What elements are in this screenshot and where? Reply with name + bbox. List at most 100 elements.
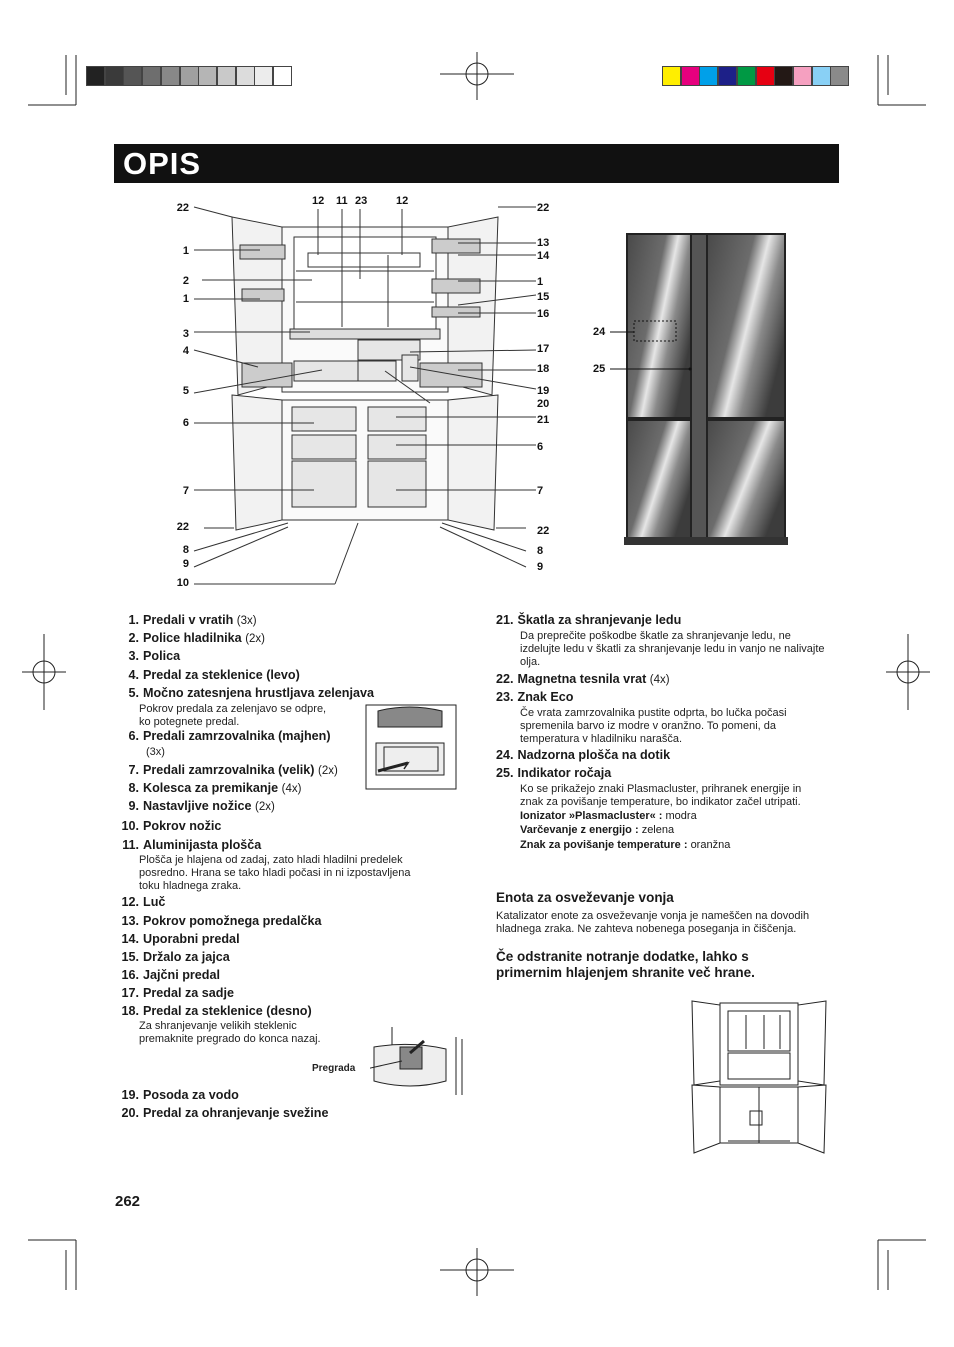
part-item: 24.Nadzorna plošča na dotik [496,748,670,764]
callout-label: 1 [175,293,189,305]
part-item: 18.Predal za steklenice (desno) [114,1004,312,1020]
indicator-item: Ionizator »Plasmacluster« : modra [520,810,697,823]
callout-label: 19 [537,385,549,397]
gray-swatch [142,66,161,86]
exterior-label-24: 24 [593,326,605,338]
callout-label: 1 [537,276,543,288]
callout-label: 22 [537,202,549,214]
callout-label: 23 [355,195,367,207]
empty-refrigerator-illustration [688,993,830,1158]
color-swatch [699,66,718,86]
part-item: 4.Predal za steklenice (levo) [114,668,300,684]
gray-swatch [180,66,199,86]
color-swatch [793,66,812,86]
refrigerator-interior-diagram [170,195,560,595]
part-item: 15.Držalo za jajca [114,950,230,966]
callout-label: 16 [537,308,549,320]
callout-label: 9 [175,558,189,570]
part-item: 13.Pokrov pomožnega predalčka [114,914,321,930]
callout-label: 12 [312,195,324,207]
callout-label: 18 [537,363,549,375]
part-item: 5.Močno zatesnjena hrustljava zelenjava [114,686,374,702]
callout-label: 22 [175,202,189,214]
gray-swatch [217,66,236,86]
part-item: 8.Kolesca za premikanje (4x) [114,781,301,797]
gray-swatch [123,66,142,86]
part-23-description: Če vrata zamrzovalnika pustite odprta, b… [520,707,787,746]
callout-label: 7 [175,485,189,497]
part-item: 17.Predal za sadje [114,986,234,1002]
part-item: 10.Pokrov nožic [114,819,221,835]
color-swatch [774,66,793,86]
part-item: 14.Uporabni predal [114,932,240,948]
callout-label: 6 [175,417,189,429]
callout-label: 14 [537,250,549,262]
deodorizer-heading: Enota za osveževanje vonja [496,890,674,905]
callout-label: 8 [175,544,189,556]
callout-label: 21 [537,414,549,426]
callout-label: 15 [537,291,549,303]
callout-label: 13 [537,237,549,249]
callout-label: 2 [175,275,189,287]
part-item: 9.Nastavljive nožice (2x) [114,799,275,815]
page-number: 262 [115,1193,140,1210]
callout-label: 7 [537,485,543,497]
gray-swatch [86,66,105,86]
callout-label: 20 [537,398,549,410]
exterior-label-25: 25 [593,363,605,375]
gray-swatch [161,66,180,86]
callout-label: 9 [537,561,543,573]
part-21-description: Da preprečite poškodbe škatle za shranje… [520,630,825,669]
part-item: 11.Aluminijasta plošča [114,838,261,854]
part-6-count: (3x) [146,746,165,759]
color-swatch [812,66,831,86]
color-swatch [681,66,700,86]
callout-label: 6 [537,441,543,453]
gray-swatch [198,66,217,86]
crisper-drawer-illustration [364,703,459,793]
callout-label: 10 [175,577,189,589]
part-item: 20.Predal za ohranjevanje svežine [114,1106,329,1122]
color-swatch [662,66,681,86]
callout-label: 5 [175,385,189,397]
callout-label: 22 [537,525,549,537]
part-25-description: Ko se prikažejo znaki Plasmacluster, pri… [520,783,801,809]
callout-label: 12 [396,195,408,207]
callout-label: 4 [175,345,189,357]
part-item: 6.Predali zamrzovalnika (majhen) [114,729,331,745]
indicator-item: Varčevanje z energijo : zelena [520,824,674,837]
callout-label: 8 [537,545,543,557]
part-item: 23.Znak Eco [496,690,574,706]
color-swatch [830,66,849,86]
callout-label: 3 [175,328,189,340]
part-item: 25.Indikator ročaja [496,766,611,782]
color-swatch [756,66,775,86]
gray-swatch [105,66,124,86]
part-item: 7.Predali zamrzovalnika (velik) (2x) [114,763,338,779]
part-item: 21.Škatla za shranjevanje ledu [496,613,681,629]
callout-label: 1 [175,245,189,257]
part-item: 1.Predali v vratih (3x) [114,613,257,629]
color-swatch [737,66,756,86]
deodorizer-text: Katalizator enote za osveževanje vonja j… [496,910,809,936]
indicator-item: Znak za povišanje temperature : oranžna [520,839,730,852]
part-item: 3.Polica [114,649,180,665]
part-11-description: Plošča je hlajena od zadaj, zato hladi h… [139,854,411,893]
callout-label: 11 [336,195,348,207]
pregrada-label: Pregrada [312,1062,355,1075]
gray-swatch [236,66,255,86]
part-item: 16.Jajčni predal [114,968,220,984]
part-item: 22.Magnetna tesnila vrat (4x) [496,672,670,688]
bottle-partition-illustration [370,1025,470,1103]
callout-label: 17 [537,343,549,355]
part-item: 12.Luč [114,895,165,911]
gray-swatch [273,66,292,86]
part-item: 2.Police hladilnika (2x) [114,631,265,647]
part-5-description: Pokrov predala za zelenjavo se odpre,ko … [139,703,326,729]
page-title: OPIS [123,146,201,182]
gray-swatch [254,66,273,86]
color-swatch [718,66,737,86]
title-bar: OPIS [114,144,839,183]
